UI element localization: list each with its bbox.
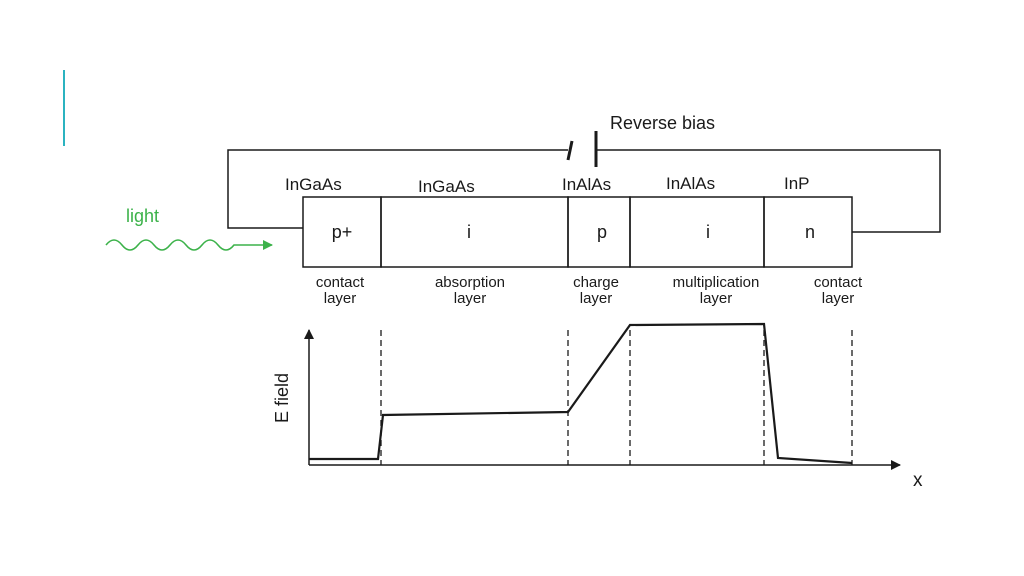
caption-1-line2: layer — [324, 290, 357, 307]
material-label-1: InGaAs — [285, 175, 342, 194]
efield-plot: E field x — [272, 322, 923, 491]
device-stack — [302, 196, 853, 268]
light-wave — [105, 239, 273, 251]
caption-4-line1: multiplication — [673, 274, 760, 291]
material-label-3: InAlAs — [562, 175, 611, 194]
layer-boundaries — [380, 330, 853, 465]
caption-5-line1: contact — [814, 274, 863, 291]
material-label-2: InGaAs — [418, 177, 475, 196]
light-label: light — [126, 206, 159, 226]
circuit-wire-left — [227, 149, 568, 229]
caption-5-line2: layer — [822, 290, 855, 307]
efield-profile-line — [309, 322, 853, 465]
doping-label-3: p — [597, 222, 607, 242]
doping-label-2: i — [467, 222, 471, 242]
reverse-bias-label: Reverse bias — [610, 113, 715, 133]
x-axis-label: x — [913, 470, 923, 491]
bias-circuit — [227, 131, 941, 233]
circuit-wire-right — [596, 149, 941, 233]
material-label-4: InAlAs — [666, 174, 715, 193]
layer-box-n — [763, 196, 853, 268]
caption-2-line1: absorption — [435, 274, 505, 291]
slide-accent-bar — [63, 70, 65, 146]
battery-short-plate — [566, 140, 574, 161]
caption-4-line2: layer — [700, 290, 733, 307]
doping-label-5: n — [805, 222, 815, 242]
caption-3-line1: charge — [573, 274, 619, 291]
caption-1-line1: contact — [316, 274, 365, 291]
layer-box-absorption — [380, 196, 569, 268]
layer-box-multiplication — [629, 196, 765, 268]
caption-2-line2: layer — [454, 290, 487, 307]
caption-3-line2: layer — [580, 290, 613, 307]
doping-label-4: i — [706, 222, 710, 242]
y-axis-label: E field — [272, 373, 292, 423]
doping-label-1: p+ — [332, 222, 353, 242]
material-label-5: InP — [784, 174, 810, 193]
